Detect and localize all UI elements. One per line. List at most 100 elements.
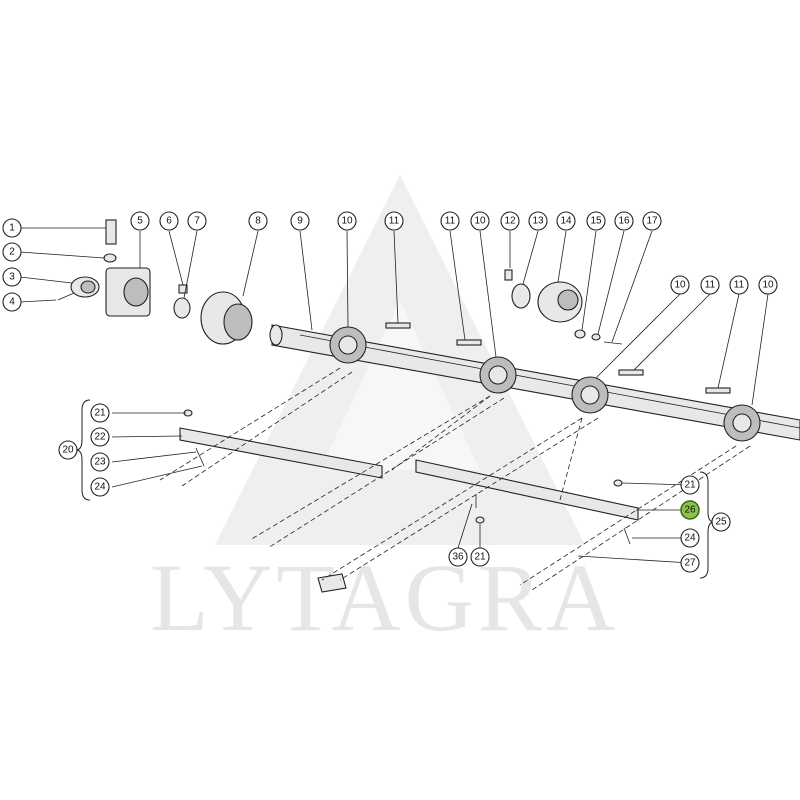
svg-text:20: 20 bbox=[62, 445, 74, 456]
part-bushing-7 bbox=[173, 297, 191, 319]
part-ring-13 bbox=[511, 283, 531, 309]
chain-guide-right bbox=[415, 459, 639, 521]
callout-10-c[interactable]: 10 bbox=[670, 275, 690, 295]
callout-1[interactable]: 1 bbox=[2, 218, 22, 238]
bolt-right bbox=[623, 527, 631, 545]
nut-right bbox=[613, 479, 623, 487]
callout-21-a[interactable]: 21 bbox=[90, 403, 110, 423]
callout-11-b[interactable]: 11 bbox=[440, 211, 460, 231]
callout-3[interactable]: 3 bbox=[2, 267, 22, 287]
svg-text:14: 14 bbox=[560, 216, 572, 227]
svg-text:27: 27 bbox=[684, 558, 696, 569]
sprocket-2 bbox=[479, 356, 517, 394]
brace-25 bbox=[699, 471, 715, 579]
svg-text:2: 2 bbox=[9, 247, 15, 258]
svg-text:3: 3 bbox=[9, 272, 15, 283]
callout-10-d[interactable]: 10 bbox=[758, 275, 778, 295]
part-nut-15 bbox=[574, 329, 586, 339]
svg-text:6: 6 bbox=[166, 216, 172, 227]
callout-6[interactable]: 6 bbox=[159, 211, 179, 231]
part-nut-2 bbox=[103, 253, 117, 263]
svg-text:12: 12 bbox=[504, 216, 516, 227]
callout-11-a[interactable]: 11 bbox=[384, 211, 404, 231]
svg-text:26: 26 bbox=[684, 505, 696, 516]
callout-20[interactable]: 20 bbox=[58, 440, 78, 460]
callout-36[interactable]: 36 bbox=[448, 547, 468, 567]
callout-13[interactable]: 13 bbox=[528, 211, 548, 231]
svg-text:4: 4 bbox=[9, 297, 15, 308]
svg-text:11: 11 bbox=[389, 216, 400, 227]
callout-10-b[interactable]: 10 bbox=[470, 211, 490, 231]
svg-text:11: 11 bbox=[445, 216, 456, 227]
callout-24-a[interactable]: 24 bbox=[90, 477, 110, 497]
callout-12[interactable]: 12 bbox=[500, 211, 520, 231]
part-flange-8 bbox=[200, 291, 253, 345]
svg-text:13: 13 bbox=[532, 216, 544, 227]
sprocket-3 bbox=[571, 376, 609, 414]
callout-22[interactable]: 22 bbox=[90, 427, 110, 447]
watermark-text: LYTAGRA bbox=[150, 544, 619, 651]
svg-text:23: 23 bbox=[94, 457, 106, 468]
callout-10-a[interactable]: 10 bbox=[337, 211, 357, 231]
callout-2[interactable]: 2 bbox=[2, 242, 22, 262]
callout-7[interactable]: 7 bbox=[187, 211, 207, 231]
callout-11-d[interactable]: 11 bbox=[729, 275, 749, 295]
svg-text:21: 21 bbox=[474, 552, 486, 563]
part-bearing-3 bbox=[70, 276, 100, 298]
svg-text:7: 7 bbox=[194, 216, 200, 227]
svg-text:21: 21 bbox=[684, 480, 696, 491]
svg-text:10: 10 bbox=[674, 280, 686, 291]
svg-text:10: 10 bbox=[341, 216, 353, 227]
callout-9[interactable]: 9 bbox=[290, 211, 310, 231]
svg-text:24: 24 bbox=[94, 482, 106, 493]
callout-21-c[interactable]: 21 bbox=[470, 547, 490, 567]
main-shaft bbox=[269, 324, 800, 441]
callout-8[interactable]: 8 bbox=[248, 211, 268, 231]
callout-5[interactable]: 5 bbox=[130, 211, 150, 231]
callout-14[interactable]: 14 bbox=[556, 211, 576, 231]
callout-27[interactable]: 27 bbox=[680, 553, 700, 573]
part-pin-4 bbox=[57, 292, 75, 301]
brace-20 bbox=[75, 399, 91, 501]
svg-text:10: 10 bbox=[474, 216, 486, 227]
key-11-b bbox=[456, 339, 482, 346]
svg-text:8: 8 bbox=[255, 216, 261, 227]
svg-text:36: 36 bbox=[452, 552, 464, 563]
svg-text:17: 17 bbox=[646, 216, 658, 227]
callout-4[interactable]: 4 bbox=[2, 292, 22, 312]
svg-text:24: 24 bbox=[684, 533, 696, 544]
callout-17[interactable]: 17 bbox=[642, 211, 662, 231]
svg-text:9: 9 bbox=[297, 216, 303, 227]
bolt-left bbox=[195, 447, 205, 467]
bracket-plate bbox=[317, 573, 347, 593]
key-11-c bbox=[618, 369, 644, 376]
leader-lines bbox=[19, 227, 769, 564]
svg-text:11: 11 bbox=[734, 280, 745, 291]
part-bolt-1 bbox=[105, 219, 117, 245]
callout-11-c[interactable]: 11 bbox=[700, 275, 720, 295]
svg-text:1: 1 bbox=[9, 223, 15, 234]
chain-paths bbox=[159, 367, 751, 591]
callout-21-b[interactable]: 21 bbox=[680, 475, 700, 495]
key-11-d bbox=[705, 387, 731, 394]
part-bolt-17 bbox=[603, 341, 623, 345]
part-housing-5 bbox=[105, 267, 151, 317]
callout-16[interactable]: 16 bbox=[614, 211, 634, 231]
key-11-a bbox=[385, 322, 411, 329]
svg-text:5: 5 bbox=[137, 216, 143, 227]
svg-text:15: 15 bbox=[590, 216, 602, 227]
svg-text:16: 16 bbox=[618, 216, 630, 227]
callout-15[interactable]: 15 bbox=[586, 211, 606, 231]
part-washer-16 bbox=[591, 333, 601, 341]
callout-25[interactable]: 25 bbox=[711, 512, 731, 532]
callout-23[interactable]: 23 bbox=[90, 452, 110, 472]
sprocket-1 bbox=[329, 326, 367, 364]
callout-24-b[interactable]: 24 bbox=[680, 528, 700, 548]
nut-21c bbox=[475, 516, 485, 524]
callout-26-highlighted[interactable]: 26 bbox=[680, 500, 700, 520]
part-bearing-housing-14 bbox=[537, 281, 583, 323]
sprocket-4 bbox=[723, 404, 761, 442]
svg-text:10: 10 bbox=[762, 280, 774, 291]
svg-text:11: 11 bbox=[705, 280, 716, 291]
